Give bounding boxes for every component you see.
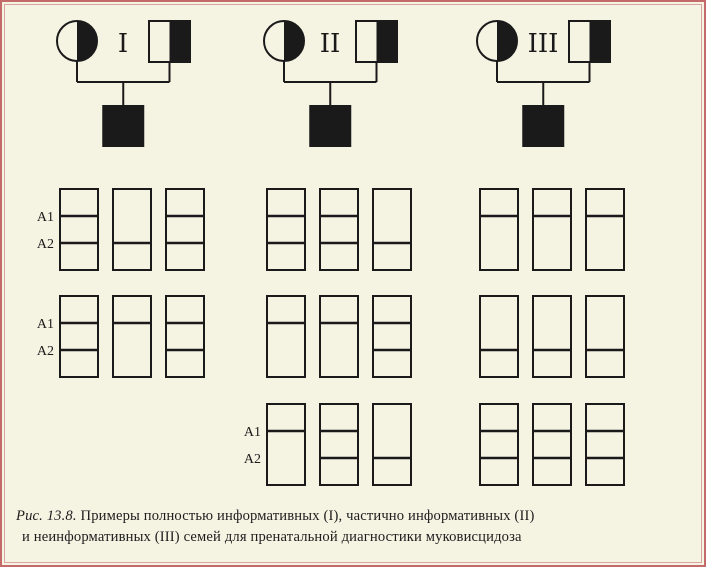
father-carrier-half (169, 21, 190, 62)
gel-lane (479, 295, 519, 378)
affected-child-symbol (522, 105, 565, 147)
gel-lane (319, 188, 359, 271)
gel-lane (319, 403, 359, 486)
mother-carrier-half (284, 21, 304, 61)
father-carrier-half (376, 21, 397, 62)
mother-carrier-half (497, 21, 517, 61)
caption-line-2: и неинформативных (III) семей для пренат… (22, 529, 522, 545)
gel-lane (165, 295, 205, 378)
allele-label: A1 (244, 425, 261, 440)
gel-lane (532, 188, 572, 271)
gel-lane (112, 295, 152, 378)
gel-lane (165, 188, 205, 271)
affected-child-symbol (309, 105, 352, 147)
gel-lane (585, 188, 625, 271)
caption-lead: Рис. 13.8. (16, 508, 77, 524)
gel-lane (319, 295, 359, 378)
gel-lane (372, 188, 412, 271)
gel-lane (112, 188, 152, 271)
gel-lane (59, 295, 99, 378)
gel-lane (479, 188, 519, 271)
caption-line-1: Примеры полностью информативных (I), час… (80, 508, 535, 524)
allele-label: A1 (37, 210, 54, 225)
gel-lane (532, 403, 572, 486)
gel-lane (372, 403, 412, 486)
family-label: III (528, 29, 559, 59)
gel-lane (266, 403, 306, 486)
gel-lane (59, 188, 99, 271)
gel-lane (266, 188, 306, 271)
gel-lane (532, 295, 572, 378)
father-carrier-half (589, 21, 610, 62)
allele-label: A2 (37, 344, 54, 359)
mother-carrier-half (77, 21, 97, 61)
gel-lane (266, 295, 306, 378)
allele-label: A2 (37, 237, 54, 252)
figure-caption: Рис. 13.8. Примеры полностью информативн… (16, 506, 696, 548)
allele-label: A1 (37, 317, 54, 332)
gel-lane (479, 403, 519, 486)
family-label: I (118, 29, 128, 59)
affected-child-symbol (102, 105, 145, 147)
gel-lane (585, 295, 625, 378)
gel-lane (372, 295, 412, 378)
allele-label: A2 (244, 452, 261, 467)
family-label: II (320, 29, 341, 59)
gel-lane (585, 403, 625, 486)
